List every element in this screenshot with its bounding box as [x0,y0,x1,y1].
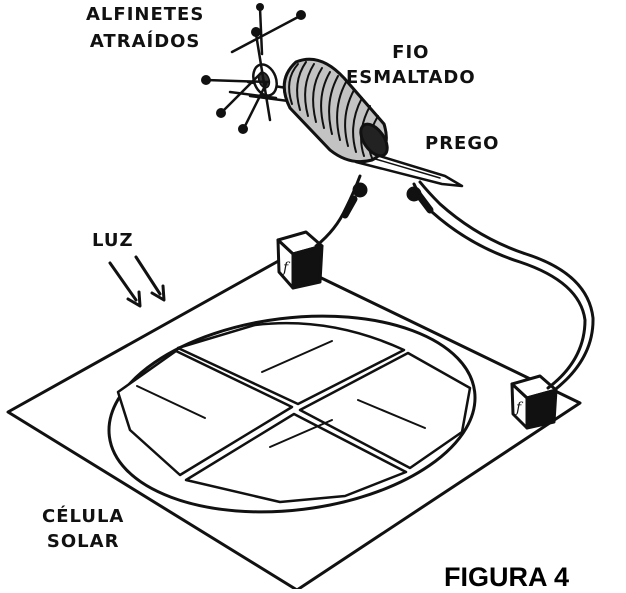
label-pins-line2: ATRAÍDOS [89,30,201,52]
wire-lead-right-outer [418,180,595,394]
label-wire-line1: FIO [392,42,430,63]
label-wire-line2: ESMALTADO [346,66,476,88]
figure-caption: FIGURA 4 [444,562,570,592]
segment-mark [357,399,426,429]
label-light: LUZ [92,230,134,251]
label-enameled-wire: FIO ESMALTADO [346,42,476,88]
cell-segment [116,349,294,477]
cell-segment [176,321,406,406]
label-solar-cell: CÉLULA SOLAR [42,506,125,552]
cell-segment [184,412,408,504]
enameled-wire-coil [282,57,389,164]
attracted-pins [204,6,302,130]
label-attracted-pins: ALFINETES ATRAÍDOS [86,4,205,52]
terminal-connector-right [510,374,558,430]
connector-mark-top: f [282,260,291,276]
label-nail: PREGO [425,133,500,154]
label-cell-line1: CÉLULA [42,506,125,527]
light-arrows [108,255,166,308]
segment-mark [269,419,333,448]
segment-mark [136,385,206,419]
connector-mark-right: f [515,400,524,416]
segment-mark [261,340,333,373]
terminal-connector-top [276,230,324,290]
label-cell-line2: SOLAR [46,530,120,552]
label-pins-line1: ALFINETES [86,4,205,25]
